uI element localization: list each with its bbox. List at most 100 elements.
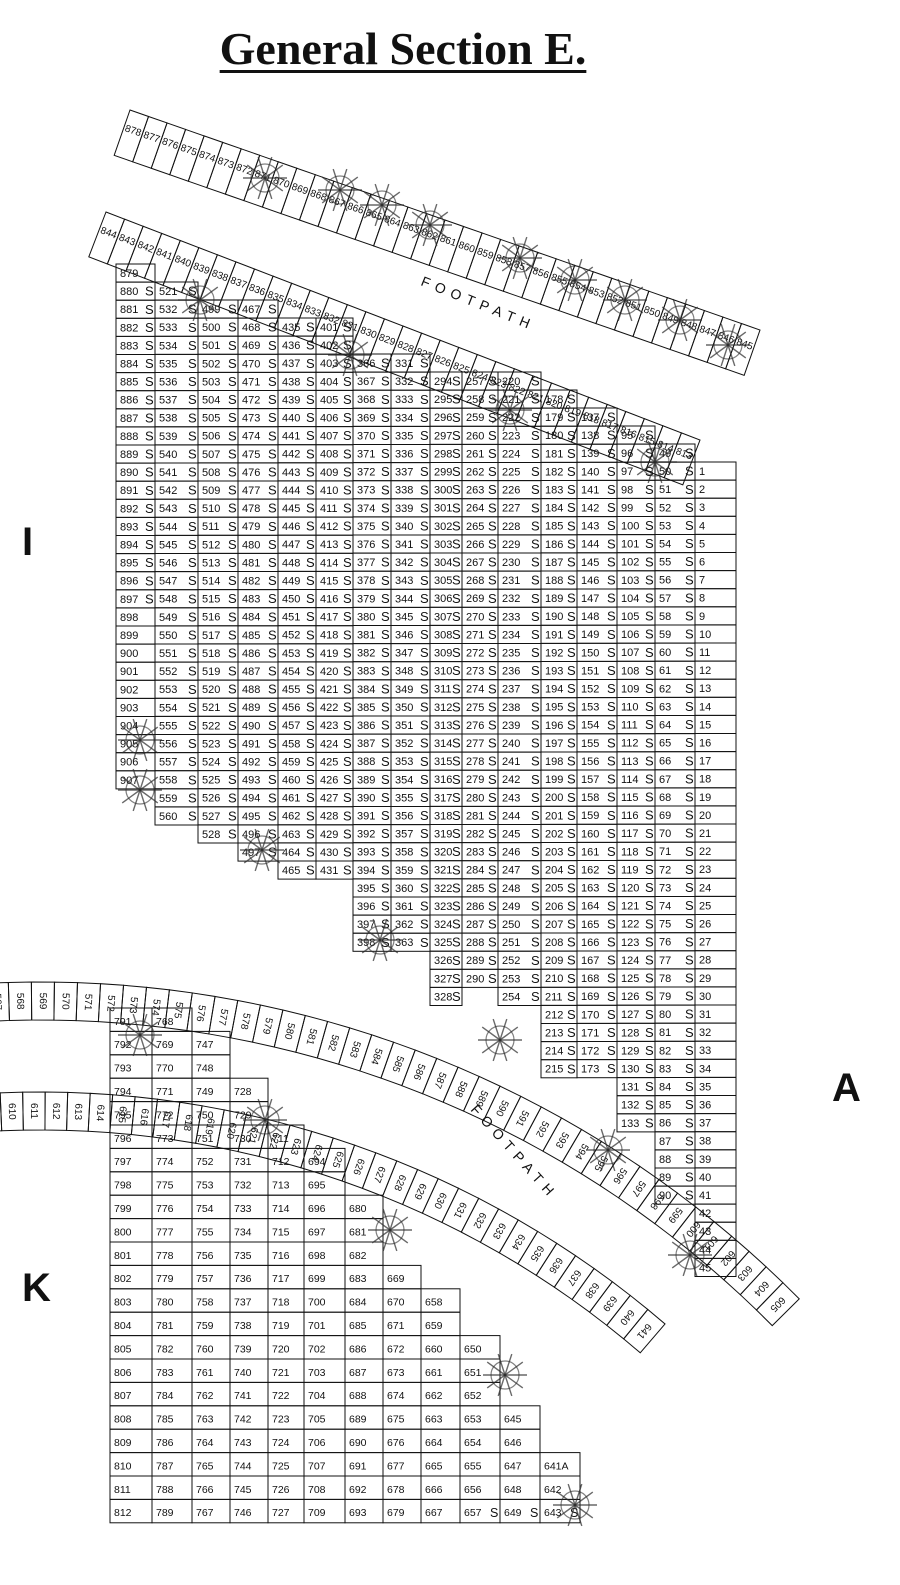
plot-number: 837 [229, 275, 249, 291]
plot-number: 17 [699, 756, 711, 768]
plot-marker: S [685, 1115, 694, 1130]
plot-number: 626 [350, 1157, 366, 1177]
plot-marker: S [645, 428, 654, 443]
plot-number: 628 [391, 1173, 408, 1193]
plot-number: 201 [545, 810, 563, 822]
plot-marker: S [188, 537, 197, 552]
tree-branch [647, 440, 656, 463]
plot-cell: 720 [267, 1335, 305, 1360]
plot-number: 806 [114, 1367, 132, 1379]
tree-canopy [125, 1020, 155, 1050]
tree-branch [321, 189, 341, 204]
plot-marker: S [567, 392, 576, 407]
plot-marker: S [228, 645, 237, 660]
plot-number: 649 [504, 1507, 522, 1519]
plot-number: 140 [581, 466, 599, 478]
plot-cell: 738 [229, 1311, 269, 1337]
tree-branch [422, 203, 431, 226]
plot-number: 728 [234, 1086, 252, 1098]
plot-number: 328 [434, 991, 452, 1003]
plot-number: 762 [196, 1390, 214, 1402]
plot-cell: 692 [344, 1475, 384, 1500]
plot-marker: S [645, 1115, 654, 1130]
plot-marker: S [381, 627, 390, 642]
plot-cell: 789 [151, 1498, 193, 1524]
plot-number: 158 [581, 792, 599, 804]
plot-number: 714 [272, 1203, 290, 1215]
plot-number: 412 [320, 521, 338, 533]
plot-number: 360 [395, 883, 413, 895]
plot-number: 793 [114, 1063, 132, 1075]
plot-marker: S [188, 428, 197, 443]
plot-cell: 754 [191, 1194, 231, 1220]
plot-number: 207 [545, 919, 563, 931]
plot-number: 225 [502, 467, 520, 479]
plot-number: 679 [387, 1507, 405, 1519]
plot-number: 804 [114, 1320, 132, 1332]
plot-number: 503 [202, 376, 220, 388]
plot-number: 472 [242, 395, 260, 407]
tree-branch [606, 286, 626, 301]
plot-marker: S [188, 736, 197, 751]
tree-branch [709, 331, 729, 346]
tree-icon [706, 323, 750, 367]
plot-marker: S [381, 573, 390, 588]
plot-number: 130 [621, 1064, 639, 1076]
plot-number: 20 [699, 810, 711, 822]
plot-number: 625 [329, 1150, 345, 1170]
plot-marker: S [567, 898, 576, 913]
plot-marker: S [268, 464, 277, 479]
plot-border [539, 1498, 581, 1524]
plot-number: 226 [502, 485, 520, 497]
plot-marker: S [685, 898, 694, 913]
plot-marker: S [452, 772, 461, 787]
plot-number: 99 [621, 502, 633, 514]
plot-cell: 757 [191, 1264, 231, 1290]
plot-cell: 678 [382, 1475, 422, 1500]
plot-number: 282 [466, 829, 484, 841]
tree-branch [199, 278, 208, 301]
plot-number: 506 [202, 431, 220, 443]
plot-marker: S [452, 953, 461, 968]
plot-number: 673 [387, 1367, 405, 1379]
plot-marker: S [452, 645, 461, 660]
plot-number: 281 [466, 810, 484, 822]
plot-number: 227 [502, 503, 520, 515]
plot-number: 603 [735, 1263, 755, 1283]
plot-marker: S [685, 970, 694, 985]
plot-number: 77 [659, 955, 671, 967]
tree-branch [139, 1013, 148, 1036]
plot-number: 712 [272, 1156, 290, 1168]
plot-cell: 705 [303, 1405, 346, 1430]
plot-number: 189 [545, 593, 563, 605]
plot-marker: S [452, 898, 461, 913]
plot-marker: S [488, 736, 497, 751]
plot-marker: S [452, 935, 461, 950]
plot-marker: S [452, 482, 461, 497]
plot-number: 154 [581, 720, 599, 732]
tree-branch [121, 776, 141, 791]
plot-cell: 733 [229, 1194, 269, 1220]
plot-cell: 4 [694, 515, 737, 535]
plot-marker: S [188, 682, 197, 697]
tree-branch [661, 306, 681, 321]
tree-branch [556, 266, 576, 281]
